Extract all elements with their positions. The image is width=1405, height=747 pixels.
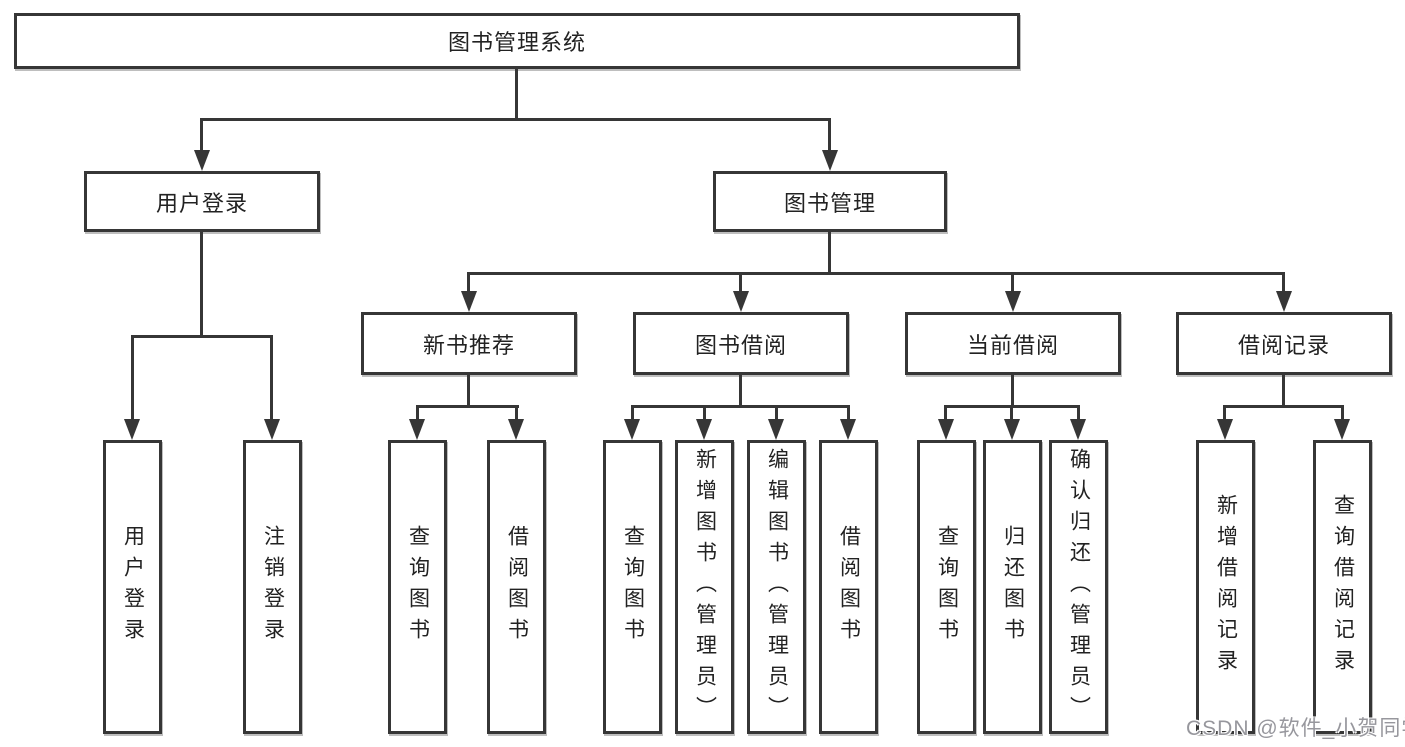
node-new-book-rec: 新书推荐	[361, 312, 577, 375]
arrowhead	[264, 419, 280, 440]
node-user-login-group-label: 用户登录	[155, 190, 248, 216]
line-segment	[416, 408, 419, 421]
node-user-login-group: 用户登录	[84, 171, 320, 232]
node-bb-add-book-label: 新增图书（管理员）	[693, 447, 717, 727]
arrowhead	[696, 419, 712, 440]
node-root: 图书管理系统	[14, 13, 1020, 69]
line-segment	[1282, 375, 1285, 405]
node-book-borrow: 图书借阅	[633, 312, 849, 375]
node-cb-confirm-return-label: 确认归还（管理员）	[1067, 447, 1091, 727]
node-br-query-record-label: 查询借阅记录	[1331, 494, 1355, 680]
node-user-login: 用户登录	[103, 440, 162, 734]
arrowhead	[733, 291, 749, 312]
node-bb-query-book: 查询图书	[603, 440, 662, 734]
line-segment	[1011, 375, 1014, 405]
arrowhead	[1005, 291, 1021, 312]
line-segment	[467, 375, 470, 405]
line-segment	[1010, 408, 1013, 421]
line-segment	[739, 275, 742, 293]
line-segment	[200, 232, 203, 335]
line-segment	[1077, 408, 1080, 421]
node-new-book-rec-label: 新书推荐	[422, 332, 515, 358]
arrowhead	[1070, 419, 1086, 440]
line-segment	[631, 408, 634, 421]
node-nb-borrow-book-label: 借阅图书	[505, 525, 529, 649]
arrowhead	[194, 150, 210, 171]
node-book-mgmt: 图书管理	[713, 171, 947, 232]
line-segment	[131, 338, 134, 421]
arrowhead	[624, 419, 640, 440]
line-segment	[1223, 405, 1344, 408]
node-nb-query-book: 查询图书	[388, 440, 447, 734]
node-nb-borrow-book: 借阅图书	[487, 440, 546, 734]
node-bb-query-book-label: 查询图书	[621, 525, 645, 649]
node-borrow-records: 借阅记录	[1176, 312, 1392, 375]
line-segment	[200, 118, 831, 121]
node-cb-return-book-label: 归还图书	[1001, 525, 1025, 649]
line-segment	[1223, 408, 1226, 421]
line-segment	[515, 408, 518, 421]
arrowhead	[461, 291, 477, 312]
arrowhead	[938, 419, 954, 440]
line-segment	[631, 405, 850, 408]
node-cb-return-book: 归还图书	[983, 440, 1042, 734]
arrowhead	[1217, 419, 1233, 440]
line-segment	[1282, 275, 1285, 293]
node-bb-borrow-book: 借阅图书	[819, 440, 878, 734]
line-segment	[515, 69, 518, 118]
csdn-watermark: CSDN @软件_小贺同学	[1186, 717, 1405, 740]
line-segment	[200, 121, 203, 152]
node-nb-query-book-label: 查询图书	[406, 525, 430, 649]
line-segment	[467, 272, 1285, 275]
arrowhead	[822, 150, 838, 171]
node-current-borrow: 当前借阅	[905, 312, 1121, 375]
node-root-label: 图书管理系统	[447, 30, 586, 55]
line-segment	[739, 375, 742, 405]
node-user-login-label: 用户登录	[121, 525, 145, 649]
arrowhead	[1004, 419, 1020, 440]
node-logout: 注销登录	[243, 440, 302, 734]
line-segment	[1011, 275, 1014, 293]
node-current-borrow-label: 当前借阅	[966, 332, 1059, 358]
line-segment	[270, 338, 273, 421]
node-borrow-records-label: 借阅记录	[1237, 332, 1330, 358]
node-logout-label: 注销登录	[261, 525, 285, 649]
line-segment	[828, 121, 831, 152]
line-segment	[775, 408, 778, 421]
line-segment	[416, 405, 519, 408]
node-br-add-record: 新增借阅记录	[1196, 440, 1255, 734]
node-book-borrow-label: 图书借阅	[694, 332, 787, 358]
node-cb-confirm-return: 确认归还（管理员）	[1049, 440, 1108, 734]
node-book-mgmt-label: 图书管理	[783, 190, 876, 216]
arrowhead	[409, 419, 425, 440]
arrowhead	[124, 419, 140, 440]
arrowhead	[508, 419, 524, 440]
line-segment	[944, 405, 1080, 408]
line-segment	[467, 275, 470, 293]
node-bb-borrow-book-label: 借阅图书	[837, 525, 861, 649]
line-segment	[1341, 408, 1344, 421]
node-bb-add-book: 新增图书（管理员）	[675, 440, 734, 734]
arrowhead	[1334, 419, 1350, 440]
node-br-add-record-label: 新增借阅记录	[1214, 494, 1238, 680]
node-cb-query-book: 查询图书	[917, 440, 976, 734]
arrowhead	[840, 419, 856, 440]
line-segment	[131, 335, 273, 338]
node-bb-edit-book: 编辑图书（管理员）	[747, 440, 806, 734]
node-cb-query-book-label: 查询图书	[935, 525, 959, 649]
arrowhead	[1276, 291, 1292, 312]
arrowhead	[768, 419, 784, 440]
line-segment	[828, 232, 831, 272]
line-segment	[847, 408, 850, 421]
line-segment	[944, 408, 947, 421]
node-bb-edit-book-label: 编辑图书（管理员）	[765, 447, 789, 727]
line-segment	[703, 408, 706, 421]
node-br-query-record: 查询借阅记录	[1313, 440, 1372, 734]
